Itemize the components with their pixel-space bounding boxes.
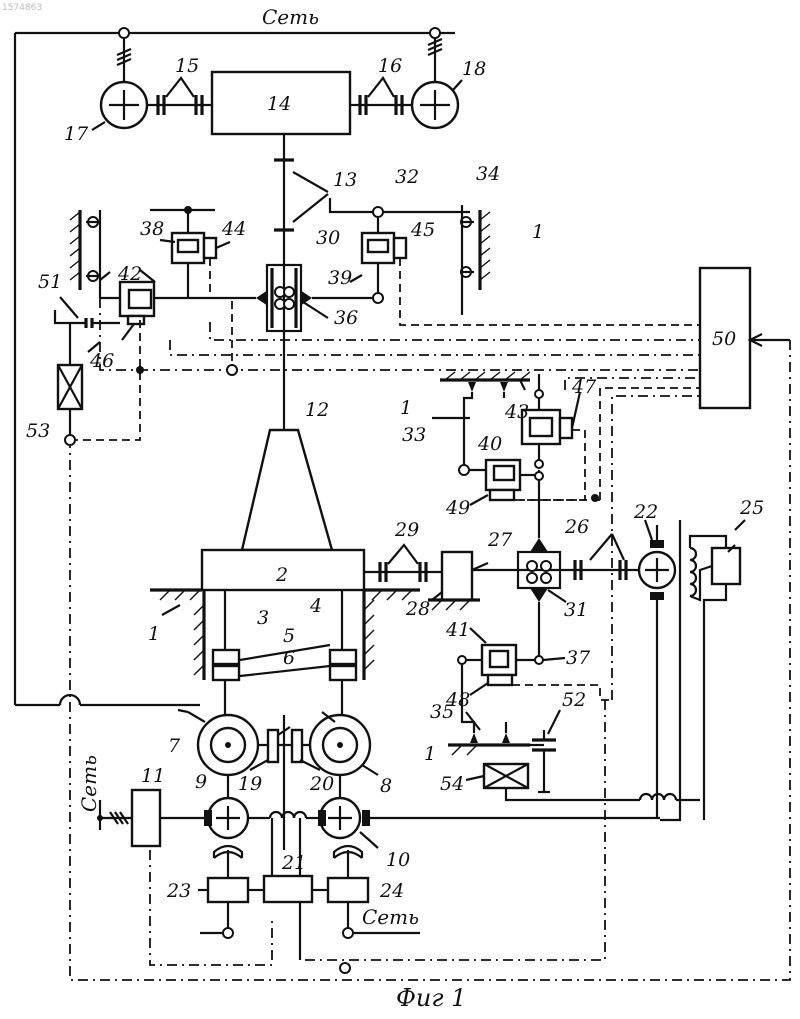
label-49: 49: [445, 497, 470, 519]
reducer-8: [310, 712, 370, 775]
label-48: 48: [445, 689, 470, 711]
label-2: 2: [275, 564, 288, 586]
label-29: 29: [394, 519, 419, 541]
label-30: 30: [316, 227, 340, 249]
label-20: 20: [309, 773, 334, 795]
label-9: 9: [195, 771, 207, 793]
label-21: 21: [281, 852, 306, 874]
relay-53: [58, 365, 82, 445]
label-15: 15: [175, 55, 199, 77]
network-label-bottom: Сеть: [362, 905, 419, 929]
sensor-48: [488, 675, 612, 700]
label-25: 25: [739, 497, 764, 519]
label-26: 26: [564, 516, 589, 538]
label-27: 27: [487, 529, 513, 551]
label-16: 16: [378, 55, 402, 77]
relay-54: [484, 764, 700, 800]
coupling-29: [364, 545, 442, 582]
figure-caption: Фиг 1: [396, 984, 466, 1012]
label-33: 33: [402, 424, 426, 446]
motor-22: [639, 520, 680, 820]
wall-left-upper: [70, 210, 100, 298]
patent-number: 1574863: [2, 3, 42, 13]
motor-17: [101, 82, 147, 128]
label-10: 10: [386, 849, 410, 871]
label-1a: 1: [532, 221, 544, 243]
network-label-top: Сеть: [262, 5, 319, 29]
tacho-25: [690, 520, 745, 820]
wall-right-upper: [460, 205, 490, 315]
reducer-7: [188, 712, 258, 775]
node-44-out: [227, 365, 237, 375]
label-13: 13: [333, 169, 357, 191]
label-51: 51: [38, 271, 62, 293]
coupling-16: [350, 78, 412, 115]
label-3: 3: [257, 607, 269, 629]
label-6: 6: [283, 647, 295, 669]
sensor-47: [520, 392, 585, 500]
unit-40: [468, 460, 543, 490]
leader-lines: [88, 80, 735, 890]
node-46-out: [136, 366, 144, 374]
label-1c: 1: [148, 623, 160, 645]
label-1d: 1: [424, 743, 436, 765]
label-47: 47: [571, 376, 597, 398]
label-24: 24: [379, 880, 404, 902]
label-18: 18: [462, 58, 486, 80]
label-36: 36: [334, 307, 358, 329]
label-7: 7: [168, 735, 181, 757]
label-8: 8: [380, 775, 392, 797]
clutch-19-20: [258, 715, 310, 850]
node-32: [330, 198, 470, 217]
labels: 1 1 1 1 2 3 4 5 6 7 8 9 10 11 12 13 14 1…: [26, 55, 764, 902]
sensor-49: [490, 490, 600, 502]
label-40: 40: [477, 433, 502, 455]
label-4: 4: [309, 595, 322, 617]
leader-36: [300, 300, 328, 318]
label-14: 14: [267, 93, 291, 115]
sensor-45: [394, 238, 700, 325]
label-43: 43: [504, 401, 529, 423]
coupling-26: [575, 534, 626, 580]
network-label-left: Сеть: [77, 755, 101, 812]
label-11: 11: [141, 765, 165, 787]
label-28: 28: [405, 598, 430, 620]
label-19: 19: [238, 773, 262, 795]
control-bus: [70, 298, 790, 980]
unit-41: [458, 645, 543, 675]
label-22: 22: [633, 501, 658, 523]
reducer-28: [442, 552, 472, 600]
label-45: 45: [410, 219, 435, 241]
label-17: 17: [64, 123, 89, 145]
label-34: 34: [476, 163, 500, 185]
label-23: 23: [166, 880, 191, 902]
label-31: 31: [564, 599, 588, 621]
label-12: 12: [305, 399, 329, 421]
housing-2: [202, 430, 364, 650]
clutch-31: [518, 470, 560, 660]
left-network: [97, 790, 160, 846]
label-50: 50: [712, 328, 736, 350]
label-54: 54: [440, 773, 464, 795]
label-42: 42: [117, 263, 142, 285]
motor-18: [412, 82, 458, 128]
capacitor-52: [530, 730, 556, 792]
label-53: 53: [26, 420, 50, 442]
label-38: 38: [140, 218, 164, 240]
label-52: 52: [562, 689, 586, 711]
coupling-15: [147, 78, 212, 115]
label-44: 44: [221, 218, 246, 240]
ground-28: [428, 600, 480, 610]
label-1b: 1: [400, 397, 412, 419]
sensor-44: [204, 238, 232, 370]
label-5: 5: [283, 625, 295, 647]
label-46: 46: [89, 350, 114, 372]
label-39: 39: [328, 267, 352, 289]
label-32: 32: [395, 166, 419, 188]
label-37: 37: [566, 647, 591, 669]
label-41: 41: [445, 619, 470, 641]
